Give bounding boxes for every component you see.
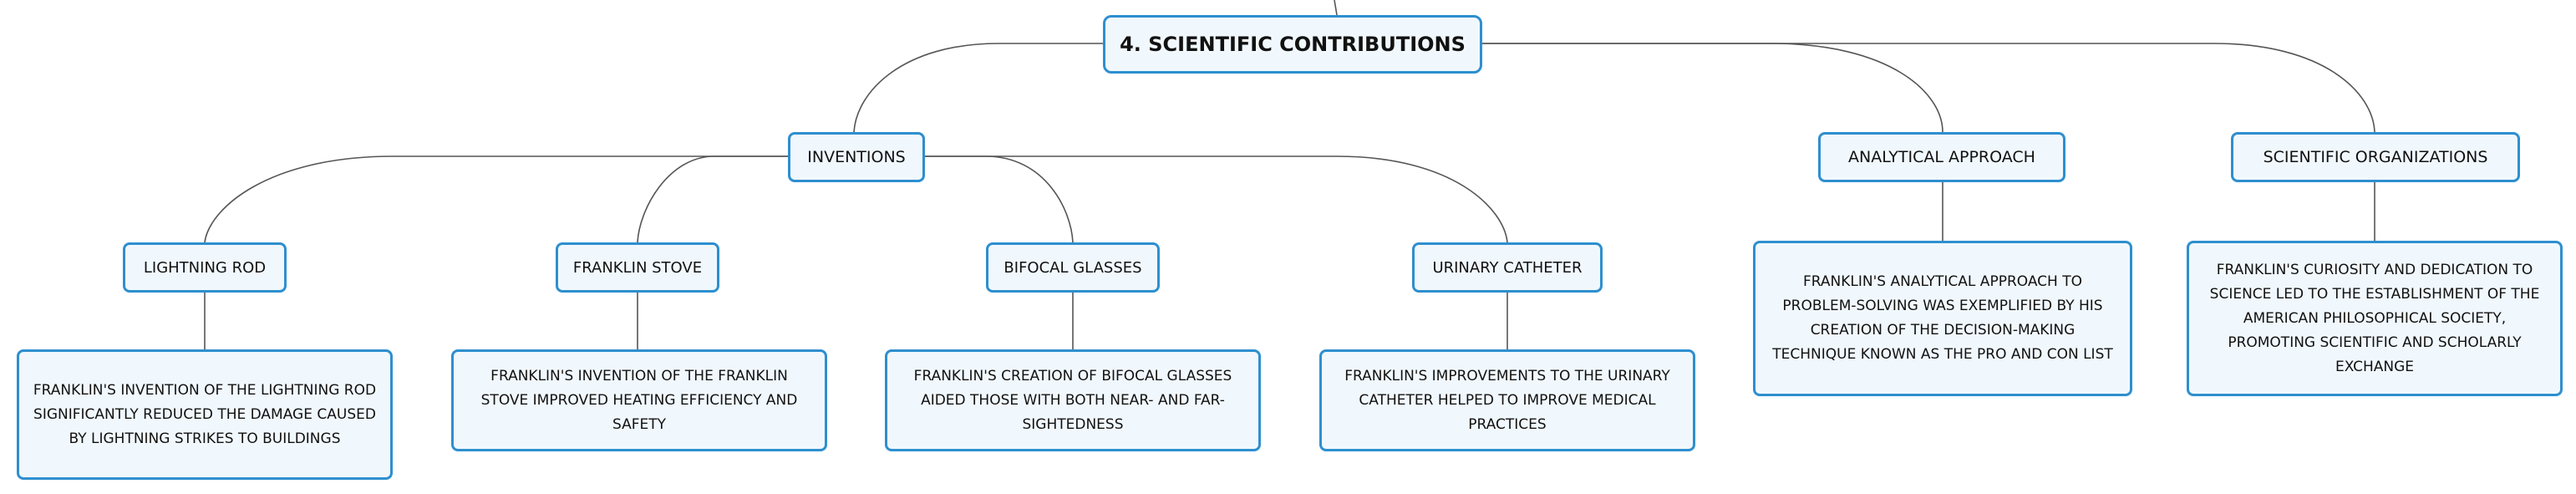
topic-bifocal-glasses[interactable]: BIFOCAL GLASSES — [986, 242, 1160, 293]
topic-bifocal-glasses-label: BIFOCAL GLASSES — [1003, 258, 1142, 277]
topic-inventions[interactable]: INVENTIONS — [788, 132, 925, 182]
connector-root-analytical — [1482, 43, 1943, 133]
description-scientific-organizations[interactable]: FRANKLIN'S CURIOSITY AND DEDICATION TO S… — [2187, 241, 2563, 396]
topic-inventions-label: INVENTIONS — [807, 148, 906, 166]
topic-franklin-stove-label: FRANKLIN STOVE — [572, 258, 703, 277]
description-lightning-rod[interactable]: FRANKLIN'S INVENTION OF THE LIGHTNING RO… — [17, 349, 393, 480]
topic-urinary-catheter[interactable]: URINARY CATHETER — [1412, 242, 1603, 293]
topic-lightning-rod[interactable]: LIGHTNING ROD — [123, 242, 287, 293]
connector-inventions-lightning — [204, 155, 788, 243]
description-lightning-rod-text: FRANKLIN'S INVENTION OF THE LIGHTNING RO… — [33, 381, 377, 447]
connector-parent-root — [1334, 0, 1338, 16]
topic-urinary-catheter-label: URINARY CATHETER — [1432, 258, 1583, 277]
topic-lightning-rod-label: LIGHTNING ROD — [143, 258, 267, 277]
description-scientific-organizations-text: FRANKLIN'S CURIOSITY AND DEDICATION TO S… — [2209, 261, 2540, 375]
connector-inventions-bifocal — [925, 155, 1074, 243]
description-bifocal-glasses[interactable]: FRANKLIN'S CREATION OF BIFOCAL GLASSES A… — [885, 349, 1261, 451]
description-urinary-catheter-text: FRANKLIN'S IMPROVEMENTS TO THE URINARY C… — [1344, 367, 1670, 433]
root-topic[interactable]: 4. SCIENTIFIC CONTRIBUTIONS — [1103, 15, 1482, 74]
topic-scientific-organizations[interactable]: SCIENTIFIC ORGANIZATIONS — [2231, 132, 2520, 182]
connector-root-organizations — [1482, 43, 2375, 133]
root-topic-label: 4. SCIENTIFIC CONTRIBUTIONS — [1120, 33, 1466, 56]
description-analytical-approach-text: FRANKLIN'S ANALYTICAL APPROACH TO PROBLE… — [1772, 273, 2113, 363]
description-franklin-stove[interactable]: FRANKLIN'S INVENTION OF THE FRANKLIN STO… — [451, 349, 827, 451]
description-franklin-stove-text: FRANKLIN'S INVENTION OF THE FRANKLIN STO… — [480, 367, 798, 433]
topic-analytical-approach[interactable]: ANALYTICAL APPROACH — [1818, 132, 2065, 182]
topic-scientific-organizations-label: SCIENTIFIC ORGANIZATIONS — [2263, 148, 2488, 166]
connector-root-inventions — [853, 43, 1103, 133]
description-bifocal-glasses-text: FRANKLIN'S CREATION OF BIFOCAL GLASSES A… — [913, 367, 1232, 433]
description-analytical-approach[interactable]: FRANKLIN'S ANALYTICAL APPROACH TO PROBLE… — [1753, 241, 2132, 396]
connector-inventions-catheter — [925, 155, 1508, 243]
topic-franklin-stove[interactable]: FRANKLIN STOVE — [556, 242, 719, 293]
description-urinary-catheter[interactable]: FRANKLIN'S IMPROVEMENTS TO THE URINARY C… — [1319, 349, 1695, 451]
topic-analytical-approach-label: ANALYTICAL APPROACH — [1848, 148, 2035, 166]
connector-inventions-stove — [637, 155, 788, 243]
